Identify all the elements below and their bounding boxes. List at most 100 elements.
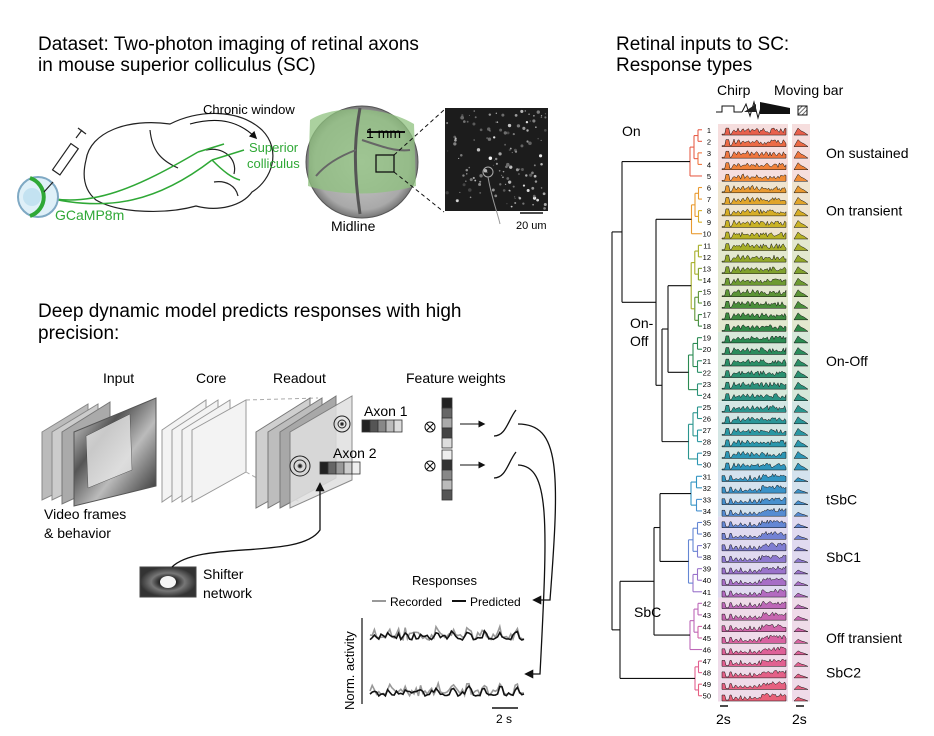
cluster-number: 29 <box>703 449 711 458</box>
cranial-window-image <box>305 105 419 219</box>
fov-speckle <box>504 183 507 186</box>
bar-band <box>792 239 810 332</box>
fov-speckle <box>505 165 508 169</box>
fov-speckle <box>459 117 462 119</box>
fov-speckle <box>478 182 482 186</box>
fov-speckle <box>453 142 457 146</box>
chirp-response-trace <box>721 219 787 228</box>
fov-speckle <box>502 176 504 179</box>
bar-response-trace <box>793 604 809 609</box>
feature-weight-columns <box>441 397 453 501</box>
bar-response-trace <box>793 300 809 309</box>
fov-speckle <box>525 120 529 124</box>
scale-20um-label: 20 um <box>516 220 547 232</box>
fov-speckle <box>503 131 507 135</box>
predicted-trace <box>369 629 525 642</box>
cluster-number: 31 <box>703 472 711 481</box>
cluster-number: 18 <box>703 322 711 331</box>
cluster-number: 8 <box>707 207 711 216</box>
fov-speckle <box>525 174 528 177</box>
sc-label-line2: colliculus <box>247 156 300 171</box>
bar-response-trace <box>793 393 809 401</box>
fov-speckle <box>518 196 522 200</box>
bar-response-trace <box>793 196 809 205</box>
fov-speckle <box>486 171 488 173</box>
chirp-response-trace <box>721 242 787 251</box>
group-label-onoff-line2: Off <box>630 333 649 349</box>
chirp-response-trace <box>721 370 787 378</box>
fov-speckle <box>520 144 524 148</box>
chirp-label: Chirp <box>717 82 751 98</box>
bar-response-trace <box>793 569 809 575</box>
cluster-number: 49 <box>703 680 711 689</box>
fov-speckle <box>511 151 513 154</box>
nonlinearity-icon <box>493 409 517 437</box>
chirp-response-trace <box>721 588 787 598</box>
bar-response-trace <box>793 254 809 263</box>
fov-speckle <box>507 123 512 128</box>
cluster-number: 21 <box>703 357 711 366</box>
fov-speckle <box>461 114 464 117</box>
fov-speckle <box>502 189 506 192</box>
response-type-label: SbC2 <box>826 665 861 681</box>
fov-speckle <box>468 188 472 192</box>
chirp-response-trace <box>721 565 787 575</box>
bar-response-trace <box>793 416 809 425</box>
fov-speckle <box>446 150 449 152</box>
fov-speckle <box>540 114 543 117</box>
fov-speckle <box>508 148 511 152</box>
fov-speckle <box>540 139 542 141</box>
fov-speckle <box>536 198 540 202</box>
bar-response-trace <box>793 650 809 656</box>
shifter-arrow <box>171 482 325 568</box>
cluster-number: 47 <box>703 657 711 666</box>
dataset-title-line2: in mouse superior colliculus (SC) <box>38 55 316 76</box>
fov-speckle <box>528 141 532 146</box>
fov-speckle <box>489 130 491 132</box>
bar-response-trace <box>793 477 809 482</box>
fov-speckle <box>483 168 488 173</box>
cluster-number: 12 <box>703 253 711 262</box>
chirp-response-trace <box>721 404 787 413</box>
bar-response-trace <box>793 523 809 528</box>
chirp-response-trace <box>721 519 787 528</box>
fov-speckle <box>496 121 499 123</box>
panel-model: Deep dynamic model predicts responses wi… <box>38 301 557 726</box>
cluster-number: 10 <box>703 230 711 239</box>
retinal-projection-paths <box>39 143 245 205</box>
fov-speckle <box>446 122 449 125</box>
bar-response-trace <box>793 335 809 344</box>
fov-speckle <box>500 174 503 177</box>
chirp-response-trace <box>721 277 787 286</box>
fov-speckle <box>504 143 507 146</box>
bar-response-trace <box>793 162 809 170</box>
fov-speckle <box>499 183 502 186</box>
cluster-number: 7 <box>707 195 711 204</box>
cluster-number: 35 <box>703 518 711 527</box>
chirp-response-trace <box>721 692 787 702</box>
bar-response-trace <box>793 592 809 598</box>
fov-speckle <box>514 113 518 117</box>
cluster-number: 50 <box>703 692 711 701</box>
chirp-response-trace <box>721 347 787 355</box>
fov-speckle <box>514 150 518 153</box>
fov-speckle <box>462 174 465 177</box>
fov-speckle <box>473 110 476 112</box>
response-types-title-line1: Retinal inputs to SC: <box>616 34 789 55</box>
fov-speckle <box>532 194 536 198</box>
legend-recorded-label: Recorded <box>390 595 442 609</box>
fov-speckle <box>494 194 498 198</box>
bar-response-trace <box>793 381 809 390</box>
cluster-number: 9 <box>707 218 711 227</box>
chirp-response-trace <box>721 288 787 297</box>
chirp-response-trace <box>721 681 787 690</box>
sc-label-line1: Superior <box>249 140 299 155</box>
response-type-label: SbC1 <box>826 549 861 565</box>
fov-speckle <box>463 120 466 123</box>
bar-response-trace <box>793 324 809 332</box>
cluster-number: 20 <box>703 345 711 354</box>
fov-speckle <box>458 157 460 159</box>
legend-predicted-label: Predicted <box>470 595 521 609</box>
fov-speckle <box>536 110 540 114</box>
feature-weights-label: Feature weights <box>406 370 506 386</box>
